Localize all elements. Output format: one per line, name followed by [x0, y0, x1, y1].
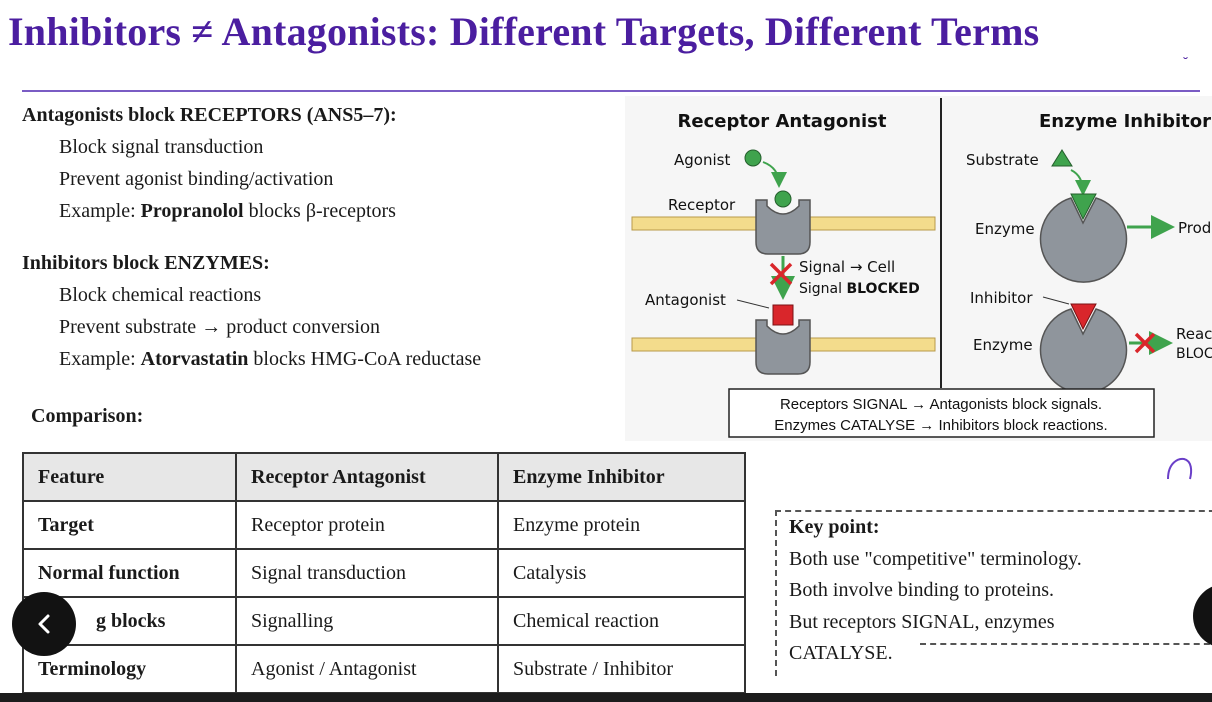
inhibitor-label: Inhibitor	[970, 289, 1033, 307]
table-cell: Normal function	[22, 548, 237, 598]
key-point-line-3: But receptors SIGNAL, enzymes	[789, 610, 1055, 633]
reaction-blocked-x-icon	[1134, 332, 1156, 354]
comparison-label: Comparison:	[31, 405, 144, 427]
table-cell: Target	[22, 500, 237, 550]
enzyme-label-top: Enzyme	[975, 220, 1035, 238]
table-header-cell: Feature	[22, 452, 237, 502]
table-header-cell: Receptor Antagonist	[235, 452, 499, 502]
table-header-row: Feature Receptor Antagonist Enzyme Inhib…	[22, 452, 746, 502]
inhibitor-pointer	[1042, 296, 1070, 305]
antagonists-example: Example: Propranolol blocks β-receptors	[59, 200, 396, 222]
table-cell: Agonist / Antagonist	[235, 644, 499, 694]
reaction-label-line2: BLOC	[1176, 346, 1212, 362]
page-title: Inhibitors ≠ Antagonists: Different Targ…	[8, 9, 1040, 54]
key-point-line-4: CATALYSE.	[789, 642, 893, 664]
table-cell: Substrate / Inhibitor	[497, 644, 746, 694]
table-cell: Signalling	[235, 596, 499, 646]
key-point-box	[775, 510, 1212, 676]
antagonist-pointer	[736, 299, 770, 309]
comparison-table: Feature Receptor Antagonist Enzyme Inhib…	[22, 452, 746, 694]
inhibitors-point-1: Block chemical reactions	[59, 284, 262, 306]
inhibitors-heading: Inhibitors block ENZYMES:	[22, 252, 270, 274]
inhibitors-section: Inhibitors block ENZYMES: Block chemical…	[22, 247, 481, 375]
signal-blocked-x-icon	[769, 262, 793, 286]
antagonist-label: Antagonist	[645, 291, 726, 309]
table-header-cell: Enzyme Inhibitor	[497, 452, 746, 502]
figure-right-title: Enzyme Inhibitor	[1039, 111, 1211, 132]
key-point-text: Key point: Both use "competitive" termin…	[789, 512, 1082, 670]
antagonist-square	[772, 304, 794, 326]
figure-caption-box	[728, 388, 1155, 438]
inhibitors-example: Example: Atorvastatin blocks HMG-CoA red…	[59, 348, 482, 370]
substrate-arrow	[1070, 169, 1091, 196]
table-cell: Catalysis	[497, 548, 746, 598]
arc-icon	[1167, 457, 1193, 480]
agonist-label: Agonist	[674, 151, 730, 169]
receptor-label: Receptor	[668, 196, 736, 214]
title-underline	[22, 90, 1200, 92]
table-row: Target Receptor protein Enzyme protein	[22, 500, 746, 550]
inhibitors-point-2: Prevent substrate → product conversion	[59, 316, 381, 338]
table-cell: Receptor protein	[235, 500, 499, 550]
signal-blocked-label: Signal BLOCKED	[799, 281, 920, 297]
table-row: Terminology Agonist / Antagonist Substra…	[22, 644, 746, 694]
key-point-line-1: Both use "competitive" terminology.	[789, 547, 1082, 570]
key-point-box-bottom-border	[920, 643, 1212, 645]
antagonists-section: Antagonists block RECEPTORS (ANS5–7): Bl…	[22, 99, 397, 227]
receptor-shape-bottom	[755, 319, 811, 375]
table-row: g blocks Signalling Chemical reaction	[22, 596, 746, 646]
key-point-heading: Key point:	[789, 516, 880, 538]
figure-left-title: Receptor Antagonist	[678, 111, 887, 132]
receptor-shape-top	[755, 199, 811, 255]
previous-slide-button[interactable]	[12, 592, 76, 656]
enzyme-shape-top	[1039, 197, 1128, 283]
table-cell: Signal transduction	[235, 548, 499, 598]
figure-caption-line2: Enzymes CATALYSE → Inhibitors block reac…	[774, 417, 1107, 434]
reaction-label-line1: Reac	[1176, 325, 1212, 343]
antagonists-heading: Antagonists block RECEPTORS (ANS5–7):	[22, 104, 397, 126]
table-cell: Enzyme protein	[497, 500, 746, 550]
substrate-label: Substrate	[966, 151, 1039, 169]
agonist-arrow	[762, 161, 787, 188]
bottom-bar	[0, 693, 1212, 702]
table-cell: Chemical reaction	[497, 596, 746, 646]
chevron-left-icon	[38, 614, 50, 634]
next-slide-button[interactable]	[1193, 584, 1212, 648]
antagonists-point-2: Prevent agonist binding/activation	[59, 168, 334, 190]
mechanism-figure: Receptor Antagonist Enzyme Inhibitor Ago…	[625, 96, 1212, 441]
product-label: Prod	[1178, 219, 1211, 237]
agonist-circle	[744, 149, 762, 167]
enzyme-label-bottom: Enzyme	[973, 336, 1033, 354]
substrate-bound-triangle	[1070, 193, 1097, 221]
figure-caption-line1: Receptors SIGNAL → Antagonists block sig…	[780, 396, 1102, 413]
antagonists-point-1: Block signal transduction	[59, 136, 264, 158]
substrate-triangle	[1051, 149, 1073, 167]
signal-cell-label: Signal → Cell	[799, 258, 895, 276]
table-row: Normal function Signal transduction Cata…	[22, 548, 746, 598]
corner-mark: ˘	[1182, 56, 1189, 72]
key-point-line-2: Both involve binding to proteins.	[789, 579, 1054, 601]
agonist-bound-circle	[774, 190, 792, 208]
inhibitor-triangle	[1070, 303, 1097, 331]
